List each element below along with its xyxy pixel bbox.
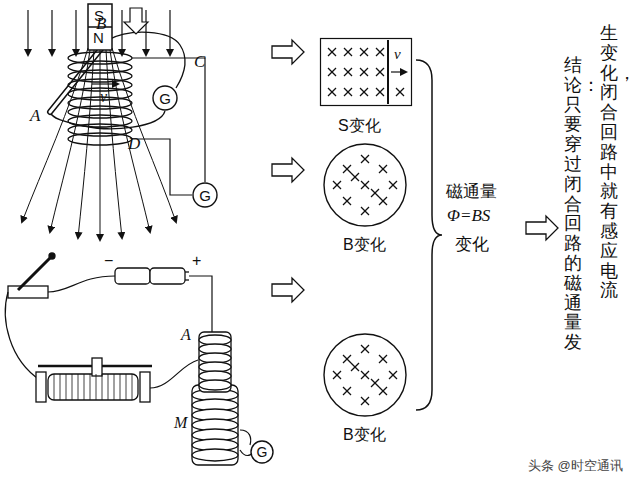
terminal-label-wrap: +: [192, 252, 201, 270]
pole-label-wrap: S: [94, 7, 104, 24]
watermark: 头条 @时空通讯: [528, 457, 623, 475]
field-cross: [333, 345, 397, 405]
field-cross: [328, 48, 404, 96]
wire-loop: [50, 32, 185, 128]
galvanometer: G: [152, 85, 178, 111]
node-label-wrap: S变化: [338, 116, 381, 137]
galvanometer: G: [250, 440, 274, 464]
coil-m: [192, 385, 238, 465]
field-change-panel: B变化: [323, 333, 407, 417]
coil-label-wrap: M: [174, 414, 187, 432]
flux-label: 变化: [455, 233, 489, 256]
node-label-wrap: G: [257, 444, 268, 460]
brace: [416, 60, 442, 410]
conclusion-column-wrap: 生变化，闭合回路中就有感应电流: [600, 24, 618, 301]
coil-a: [199, 332, 231, 392]
hollow-arrow: [272, 40, 558, 302]
bar-magnet: [88, 4, 112, 50]
point-label-wrap: A: [30, 106, 40, 126]
pole-label: S: [94, 7, 104, 24]
point-label: D: [128, 134, 140, 154]
wire: [132, 58, 205, 195]
point-label-wrap: D: [128, 134, 140, 154]
field-lines: [22, 48, 176, 240]
point-label: C: [194, 52, 205, 72]
node-label-wrap: B变化: [343, 235, 386, 256]
rheostat-symbol: [36, 358, 152, 402]
rheostat-windings: [54, 374, 132, 400]
field-change-panel: B变化: [323, 143, 407, 227]
terminal-label-wrap: −: [104, 252, 113, 270]
solenoid-coil: [68, 52, 132, 145]
velocity-arrow: [92, 83, 118, 84]
flux-label-wrap: 磁通量: [446, 180, 497, 203]
flux-label-wrap: 变化: [455, 233, 489, 256]
conclusion-column: 结论：只要穿过闭合回路的磁通量发: [564, 56, 582, 353]
conclusion-column: 生变化，闭合回路中就有感应电流: [600, 24, 618, 301]
node-label: G: [199, 187, 211, 204]
point-label: A: [30, 106, 40, 126]
coil-label: A: [181, 326, 191, 344]
flux-formula-wrap: Φ=BS: [447, 206, 490, 226]
point-label-wrap: C: [194, 52, 205, 72]
node-label: B变化: [343, 235, 386, 256]
node-label-wrap: G: [159, 90, 171, 107]
terminal-label: −: [104, 252, 113, 270]
field-cross: [333, 155, 397, 215]
watermark-wrap: 头条 @时空通讯: [528, 457, 623, 475]
node-label: B变化: [343, 425, 386, 446]
node-label: G: [159, 90, 171, 107]
terminal-label: +: [192, 252, 201, 270]
circuit-wires: [5, 276, 254, 456]
velocity-label: v: [100, 88, 107, 106]
field-change-panel-outline: [323, 143, 407, 227]
coil-label-wrap: A: [181, 326, 191, 344]
flux-formula: Φ=BS: [447, 206, 490, 226]
node-label: G: [257, 444, 268, 460]
node-label: S变化: [338, 116, 381, 137]
pole-label: N: [93, 29, 104, 46]
coil-label: M: [174, 414, 187, 432]
velocity-label-wrap: v: [100, 88, 107, 106]
switch-symbol: [8, 253, 55, 298]
node-label-wrap: G: [199, 187, 211, 204]
pole-label-wrap: N: [93, 29, 104, 46]
field-change-panel-outline: [323, 333, 407, 417]
conclusion-column-wrap: 结论：只要穿过闭合回路的磁通量发: [564, 56, 582, 353]
battery-symbol: [115, 268, 189, 284]
motion-arrow: [124, 8, 148, 34]
node-label-wrap: B变化: [343, 425, 386, 446]
flux-label: 磁通量: [446, 180, 497, 203]
galvanometer: G: [192, 182, 218, 208]
velocity-label: v: [394, 46, 401, 63]
area-change-panel: vS变化: [320, 38, 412, 106]
velocity-label-wrap: v: [394, 46, 401, 63]
